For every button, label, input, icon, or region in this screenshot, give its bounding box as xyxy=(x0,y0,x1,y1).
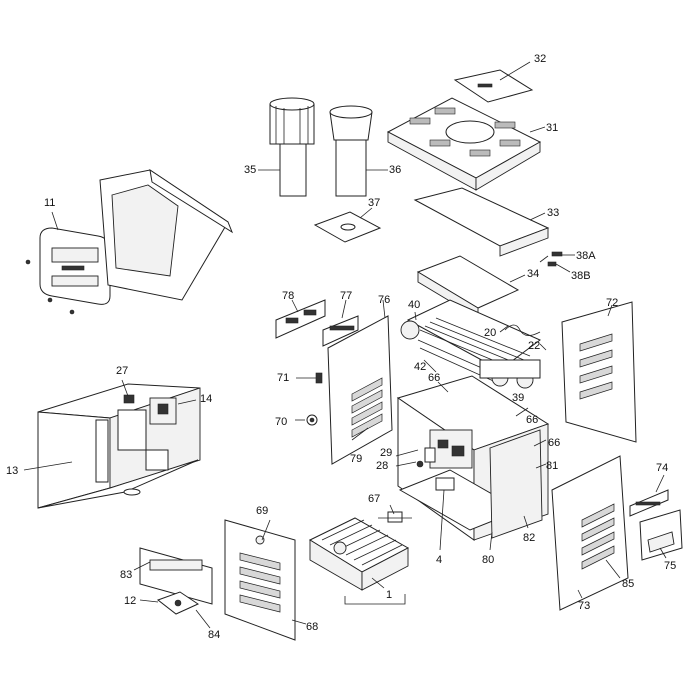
part-labels: 32 31 35 36 37 33 38A 38B 34 11 78 77 76… xyxy=(6,53,676,641)
label-81: 81 xyxy=(546,460,558,472)
label-74: 74 xyxy=(656,462,668,474)
label-66a: 66 xyxy=(428,372,440,384)
label-80: 80 xyxy=(482,554,494,566)
label-77: 77 xyxy=(340,290,352,302)
label-33: 33 xyxy=(547,207,559,219)
label-82: 82 xyxy=(523,532,535,544)
label-85: 85 xyxy=(622,578,634,590)
label-13: 13 xyxy=(6,465,18,477)
part-74-bracket xyxy=(629,489,669,517)
part-20-sensor xyxy=(499,324,541,336)
leader-lines xyxy=(23,255,667,629)
label-35: 35 xyxy=(244,164,256,176)
label-69: 69 xyxy=(256,505,268,517)
part-67-orifice xyxy=(378,511,412,523)
label-40: 40 xyxy=(408,299,420,311)
label-66c: 66 xyxy=(548,437,560,449)
part-40-heat-exchanger xyxy=(400,299,541,389)
label-20: 20 xyxy=(484,327,496,339)
part-36-vent-pipe xyxy=(329,105,388,197)
label-38b: 38B xyxy=(571,270,591,282)
label-67: 67 xyxy=(368,493,380,505)
label-22: 22 xyxy=(528,340,540,352)
part-75-bracket xyxy=(639,509,683,561)
part-37-gasket xyxy=(313,207,382,243)
part-68-front-panel xyxy=(224,519,296,641)
label-83: 83 xyxy=(120,569,132,581)
part-33-flue-collector xyxy=(413,187,550,257)
front-housing xyxy=(99,168,234,301)
part-83-bracket xyxy=(139,547,213,605)
label-38a: 38A xyxy=(576,250,596,262)
label-73: 73 xyxy=(578,600,590,612)
part-70-grommet xyxy=(306,414,318,426)
part-1-burner-tray xyxy=(308,517,410,605)
label-79: 79 xyxy=(350,453,362,465)
label-28: 28 xyxy=(376,460,388,472)
label-70: 70 xyxy=(275,416,287,428)
part-71-clip xyxy=(315,372,323,384)
label-66b: 66 xyxy=(526,414,538,426)
part-13-control-box xyxy=(37,383,201,509)
label-27: 27 xyxy=(116,365,128,377)
label-4: 4 xyxy=(436,554,442,566)
part-35-vent-pipe xyxy=(258,97,315,197)
label-42: 42 xyxy=(414,361,426,373)
label-29: 29 xyxy=(380,447,392,459)
part-72-side-panel xyxy=(561,301,637,443)
label-32: 32 xyxy=(534,53,546,65)
part-12-part xyxy=(156,591,200,615)
label-84: 84 xyxy=(208,629,220,641)
label-78: 78 xyxy=(282,290,294,302)
label-34: 34 xyxy=(527,268,539,280)
part-29-gas-valve xyxy=(416,447,436,468)
part-32-top-plate xyxy=(453,61,534,103)
label-68: 68 xyxy=(306,621,318,633)
part-81-panel xyxy=(489,429,543,539)
part-76-side-panel xyxy=(327,299,393,465)
label-37: 37 xyxy=(368,197,380,209)
part-73-side-panel xyxy=(551,455,629,611)
label-71: 71 xyxy=(277,372,289,384)
label-12: 12 xyxy=(124,595,136,607)
label-76: 76 xyxy=(378,294,390,306)
part-77-bracket xyxy=(322,299,359,347)
label-72: 72 xyxy=(606,297,618,309)
label-31: 31 xyxy=(546,122,558,134)
label-36: 36 xyxy=(389,164,401,176)
part-78-bracket xyxy=(275,299,326,339)
label-14: 14 xyxy=(200,393,212,405)
label-1: 1 xyxy=(386,589,392,601)
label-39: 39 xyxy=(512,392,524,404)
part-31-top-cover xyxy=(386,97,546,191)
part-11-control-bezel xyxy=(25,211,111,315)
label-11: 11 xyxy=(44,197,55,209)
label-75: 75 xyxy=(664,560,676,572)
part-38-sensor xyxy=(547,251,575,273)
